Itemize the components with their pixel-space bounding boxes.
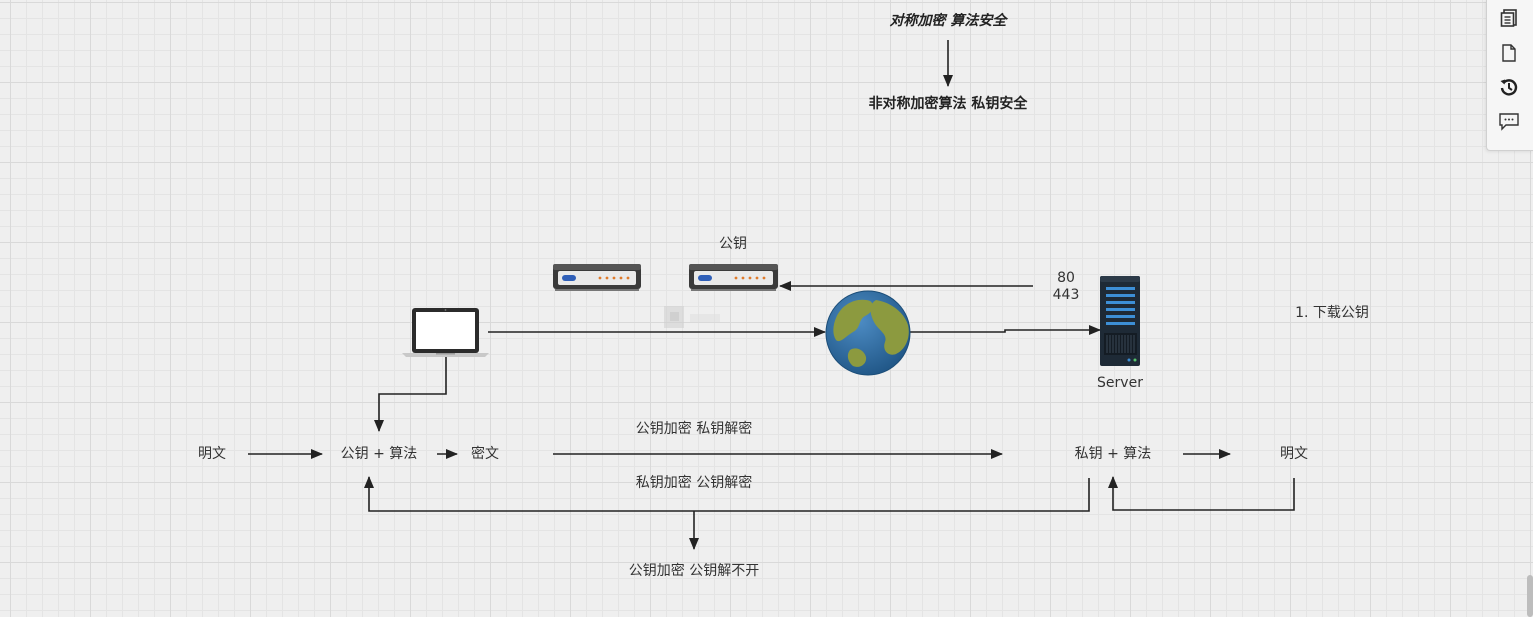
vertical-scrollbar[interactable] <box>1527 575 1533 617</box>
history-icon <box>1500 79 1518 96</box>
edge-laptop-to-encrypt[interactable] <box>374 356 447 432</box>
comments-button[interactable] <box>1496 108 1522 134</box>
edge-internet-to-server[interactable] <box>910 325 1101 335</box>
encrypt-public-key-algorithm-node[interactable]: 公钥 + 算法 <box>340 446 418 462</box>
public-encrypt-public-cannot-decrypt-label[interactable]: 公钥加密 公钥解不开 <box>628 563 760 579</box>
port-443-label: 443 <box>1052 287 1080 303</box>
history-button[interactable] <box>1496 74 1522 100</box>
page-panel-button[interactable] <box>1496 40 1522 66</box>
plaintext-right-node[interactable]: 明文 <box>1280 446 1308 462</box>
format-icon <box>1500 9 1517 27</box>
private-encrypt-public-decrypt-label[interactable]: 私钥加密 公钥解密 <box>635 475 753 491</box>
router-icon[interactable] <box>689 264 778 291</box>
public-encrypt-private-decrypt-label[interactable]: 公钥加密 私钥解密 <box>635 421 753 437</box>
server-icon[interactable] <box>1100 276 1140 366</box>
laptop-icon[interactable] <box>402 308 489 357</box>
edge-plaintext-return[interactable] <box>1108 476 1295 511</box>
page-icon <box>1502 44 1516 62</box>
right-toolbar <box>1486 0 1533 151</box>
plaintext-left-node[interactable]: 明文 <box>198 446 226 462</box>
edge-private-key-loop[interactable] <box>364 476 1090 512</box>
asymmetric-encryption-label[interactable]: 非对称加密算法 私钥安全 <box>868 96 1028 112</box>
download-public-key-step[interactable]: 1. 下载公钥 <box>1295 305 1369 321</box>
port-numbers-label[interactable]: 80 443 <box>1053 270 1080 304</box>
server-label[interactable]: Server <box>1097 375 1143 391</box>
blurred-placeholder-icon <box>664 306 720 328</box>
decrypt-private-key-algorithm-node[interactable]: 私钥 + 算法 <box>1074 446 1152 462</box>
router-icon[interactable] <box>553 264 641 291</box>
internet-globe-icon[interactable] <box>825 290 911 376</box>
symmetric-encryption-label[interactable]: 对称加密 算法安全 <box>889 13 1007 29</box>
ciphertext-node[interactable]: 密文 <box>471 446 499 462</box>
comment-icon <box>1499 113 1519 131</box>
public-key-label[interactable]: 公钥 <box>719 236 747 252</box>
format-panel-button[interactable] <box>1496 5 1522 31</box>
port-80-label: 80 <box>1057 270 1075 286</box>
